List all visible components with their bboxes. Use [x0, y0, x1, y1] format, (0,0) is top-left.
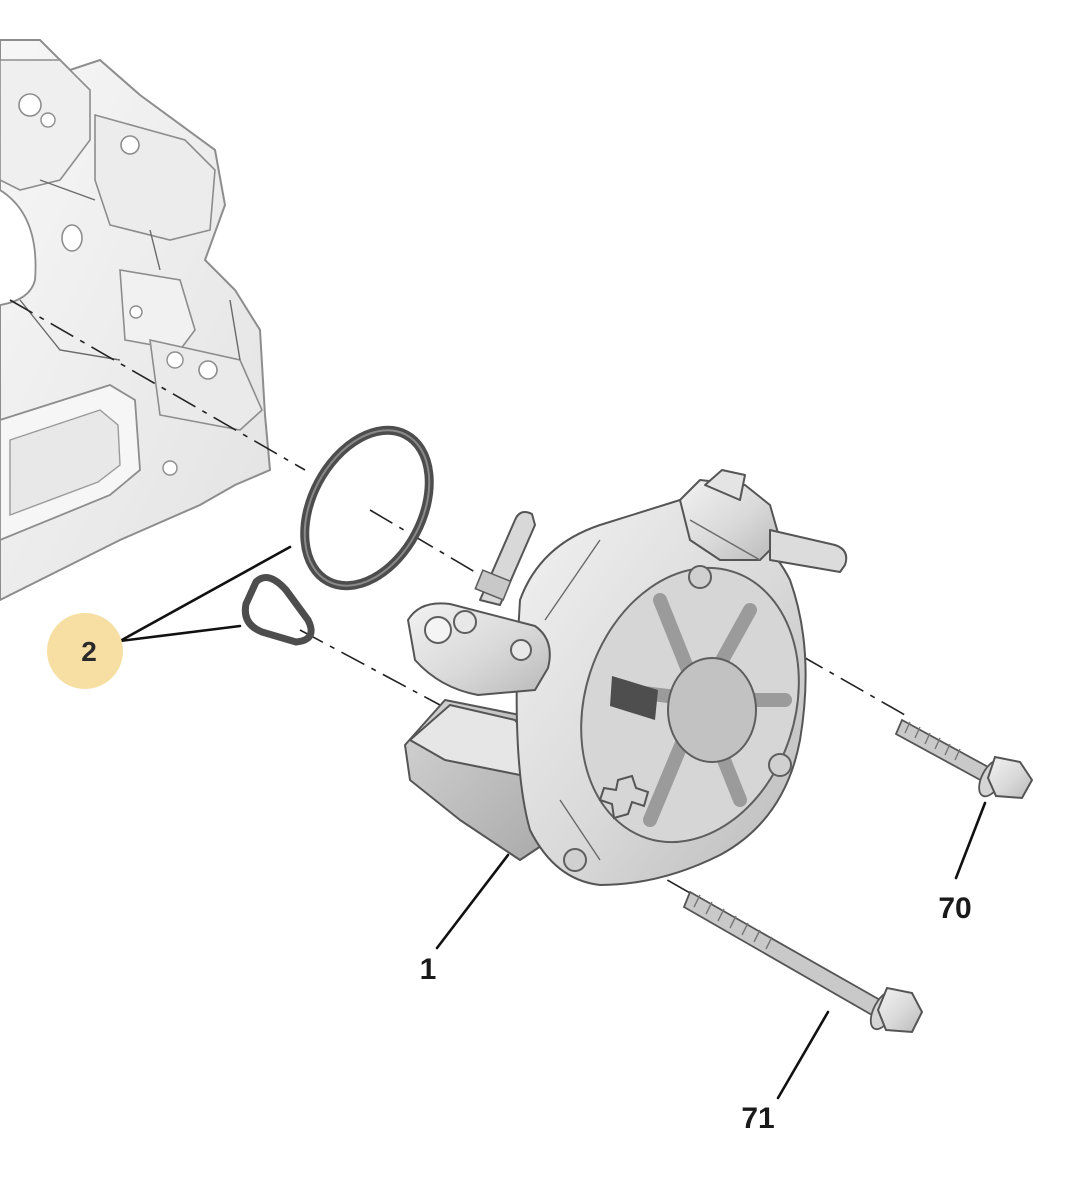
leader-line	[118, 624, 242, 643]
leader-line	[954, 801, 987, 880]
flange-bolt-illustration	[894, 718, 1034, 800]
leader-line	[435, 853, 510, 950]
axis-line	[799, 654, 906, 716]
flange-bolt-illustration	[682, 890, 924, 1034]
highlight-badge	[47, 613, 123, 689]
gasket-seal-illustration	[241, 574, 315, 646]
callout-pump-label: 1	[420, 953, 437, 986]
leader-lines	[118, 545, 987, 1100]
o-ring-seal-illustration	[300, 425, 434, 591]
vacuum-pump-illustration	[404, 469, 848, 886]
axis-line	[9, 299, 306, 471]
callout-lower-screw-label: 71	[741, 1102, 774, 1135]
axis-line	[369, 509, 481, 576]
callout-upper-screw-label: 70	[938, 892, 971, 925]
callout-seals-label: 2	[81, 636, 97, 667]
engine-block-illustration	[0, 39, 272, 602]
axis-line	[299, 629, 441, 706]
leader-line	[118, 545, 292, 643]
leader-line	[776, 1010, 830, 1100]
